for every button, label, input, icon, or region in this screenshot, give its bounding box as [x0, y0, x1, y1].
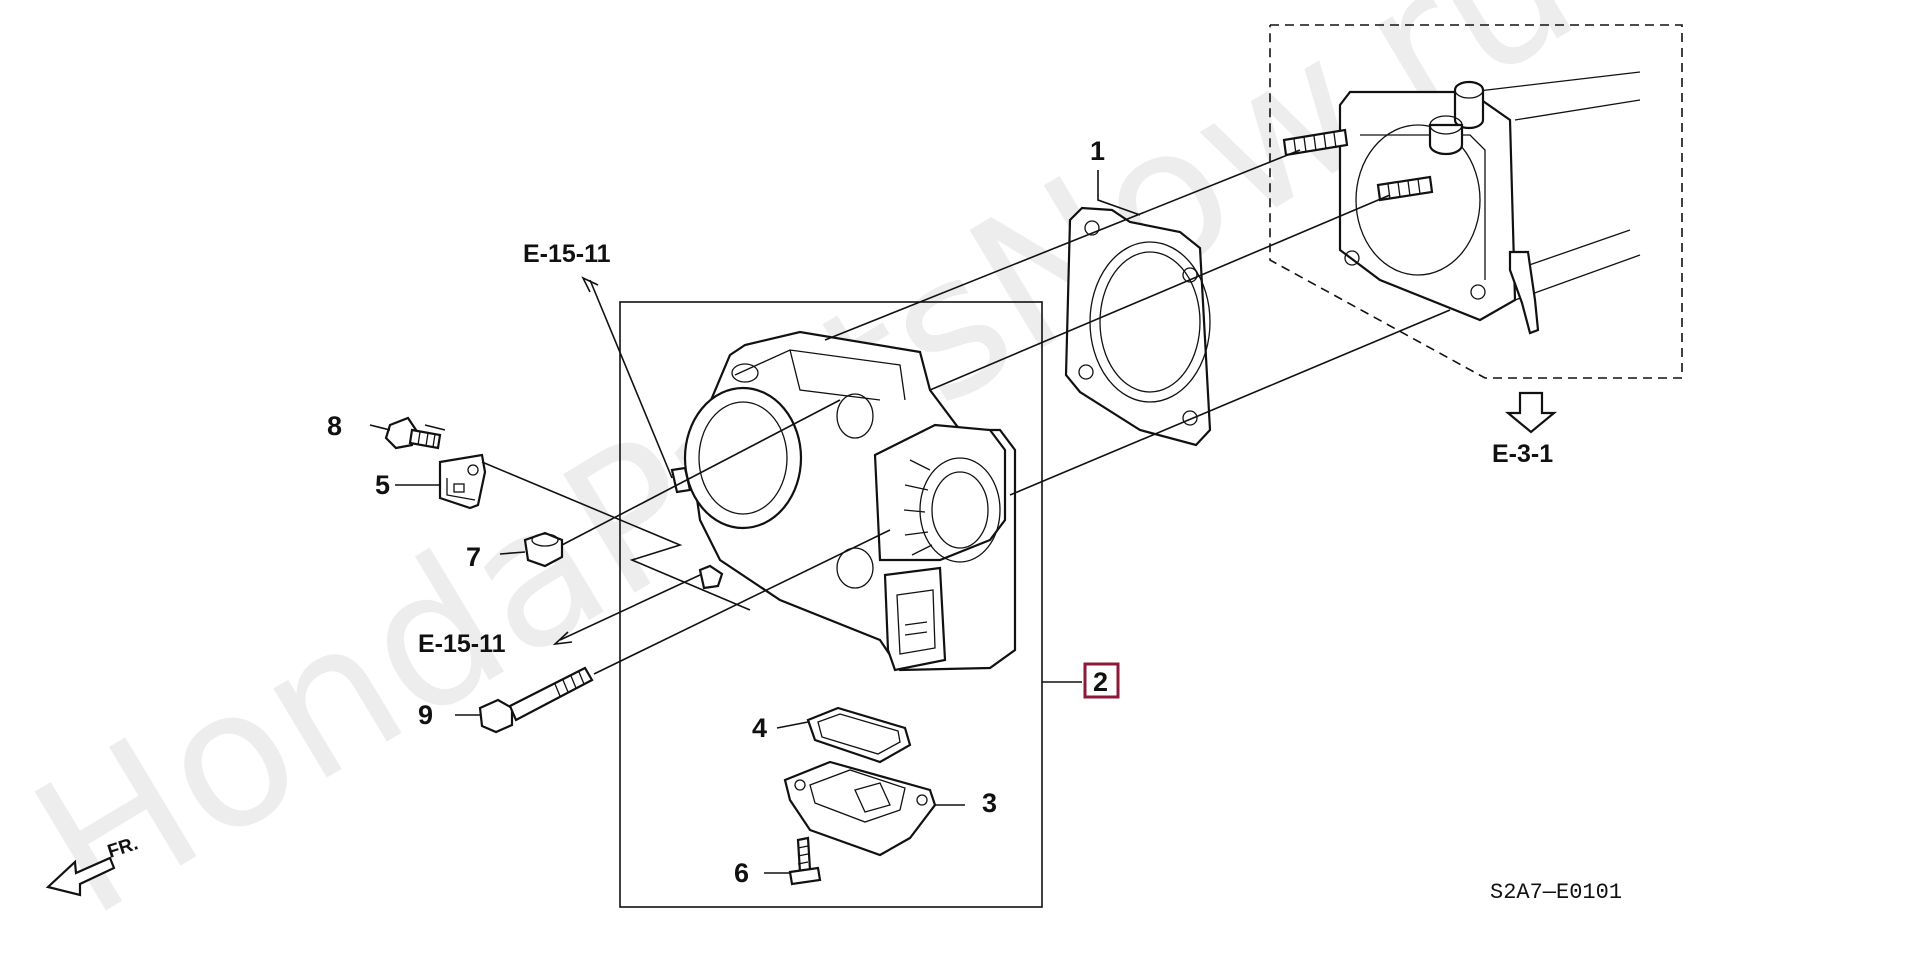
- reference-e-3-1[interactable]: E-3-1: [1492, 440, 1553, 468]
- throttle-body: [670, 330, 1017, 672]
- bolt-part-8: [384, 416, 442, 450]
- throttle-gasket: [1064, 206, 1212, 447]
- bracket-part-5: [438, 453, 487, 510]
- screw-part-6: [788, 836, 822, 886]
- throttle-body-assembly-box: [619, 301, 1043, 908]
- nut-part-7: [523, 531, 564, 568]
- callout-8[interactable]: 8: [327, 411, 342, 441]
- callout-1[interactable]: 1: [1090, 136, 1105, 166]
- callout-9[interactable]: 9: [418, 700, 433, 730]
- callout-2[interactable]: 2: [1093, 667, 1108, 697]
- bolt-part-9: [478, 666, 594, 734]
- leader-lines: [369, 149, 1451, 874]
- callout-7[interactable]: 7: [466, 542, 481, 572]
- front-direction-arrow-icon: [45, 856, 116, 897]
- callout-3[interactable]: 3: [982, 788, 997, 818]
- callout-4[interactable]: 4: [752, 713, 767, 743]
- callout-2-highlight: [1083, 662, 1120, 699]
- sensor-gasket-part-4: [806, 706, 912, 764]
- intake-manifold-group: [1269, 24, 1683, 379]
- diagram-code: S2A7—E0101: [1490, 880, 1622, 905]
- callout-5[interactable]: 5: [375, 470, 390, 500]
- callout-6[interactable]: 6: [734, 858, 749, 888]
- reference-e-15-11-bottom[interactable]: E-15-11: [418, 630, 506, 658]
- reference-e-15-11-top[interactable]: E-15-11: [523, 240, 611, 268]
- intake-reference-arrow: [1504, 391, 1558, 434]
- sensor-part-3: [783, 760, 937, 857]
